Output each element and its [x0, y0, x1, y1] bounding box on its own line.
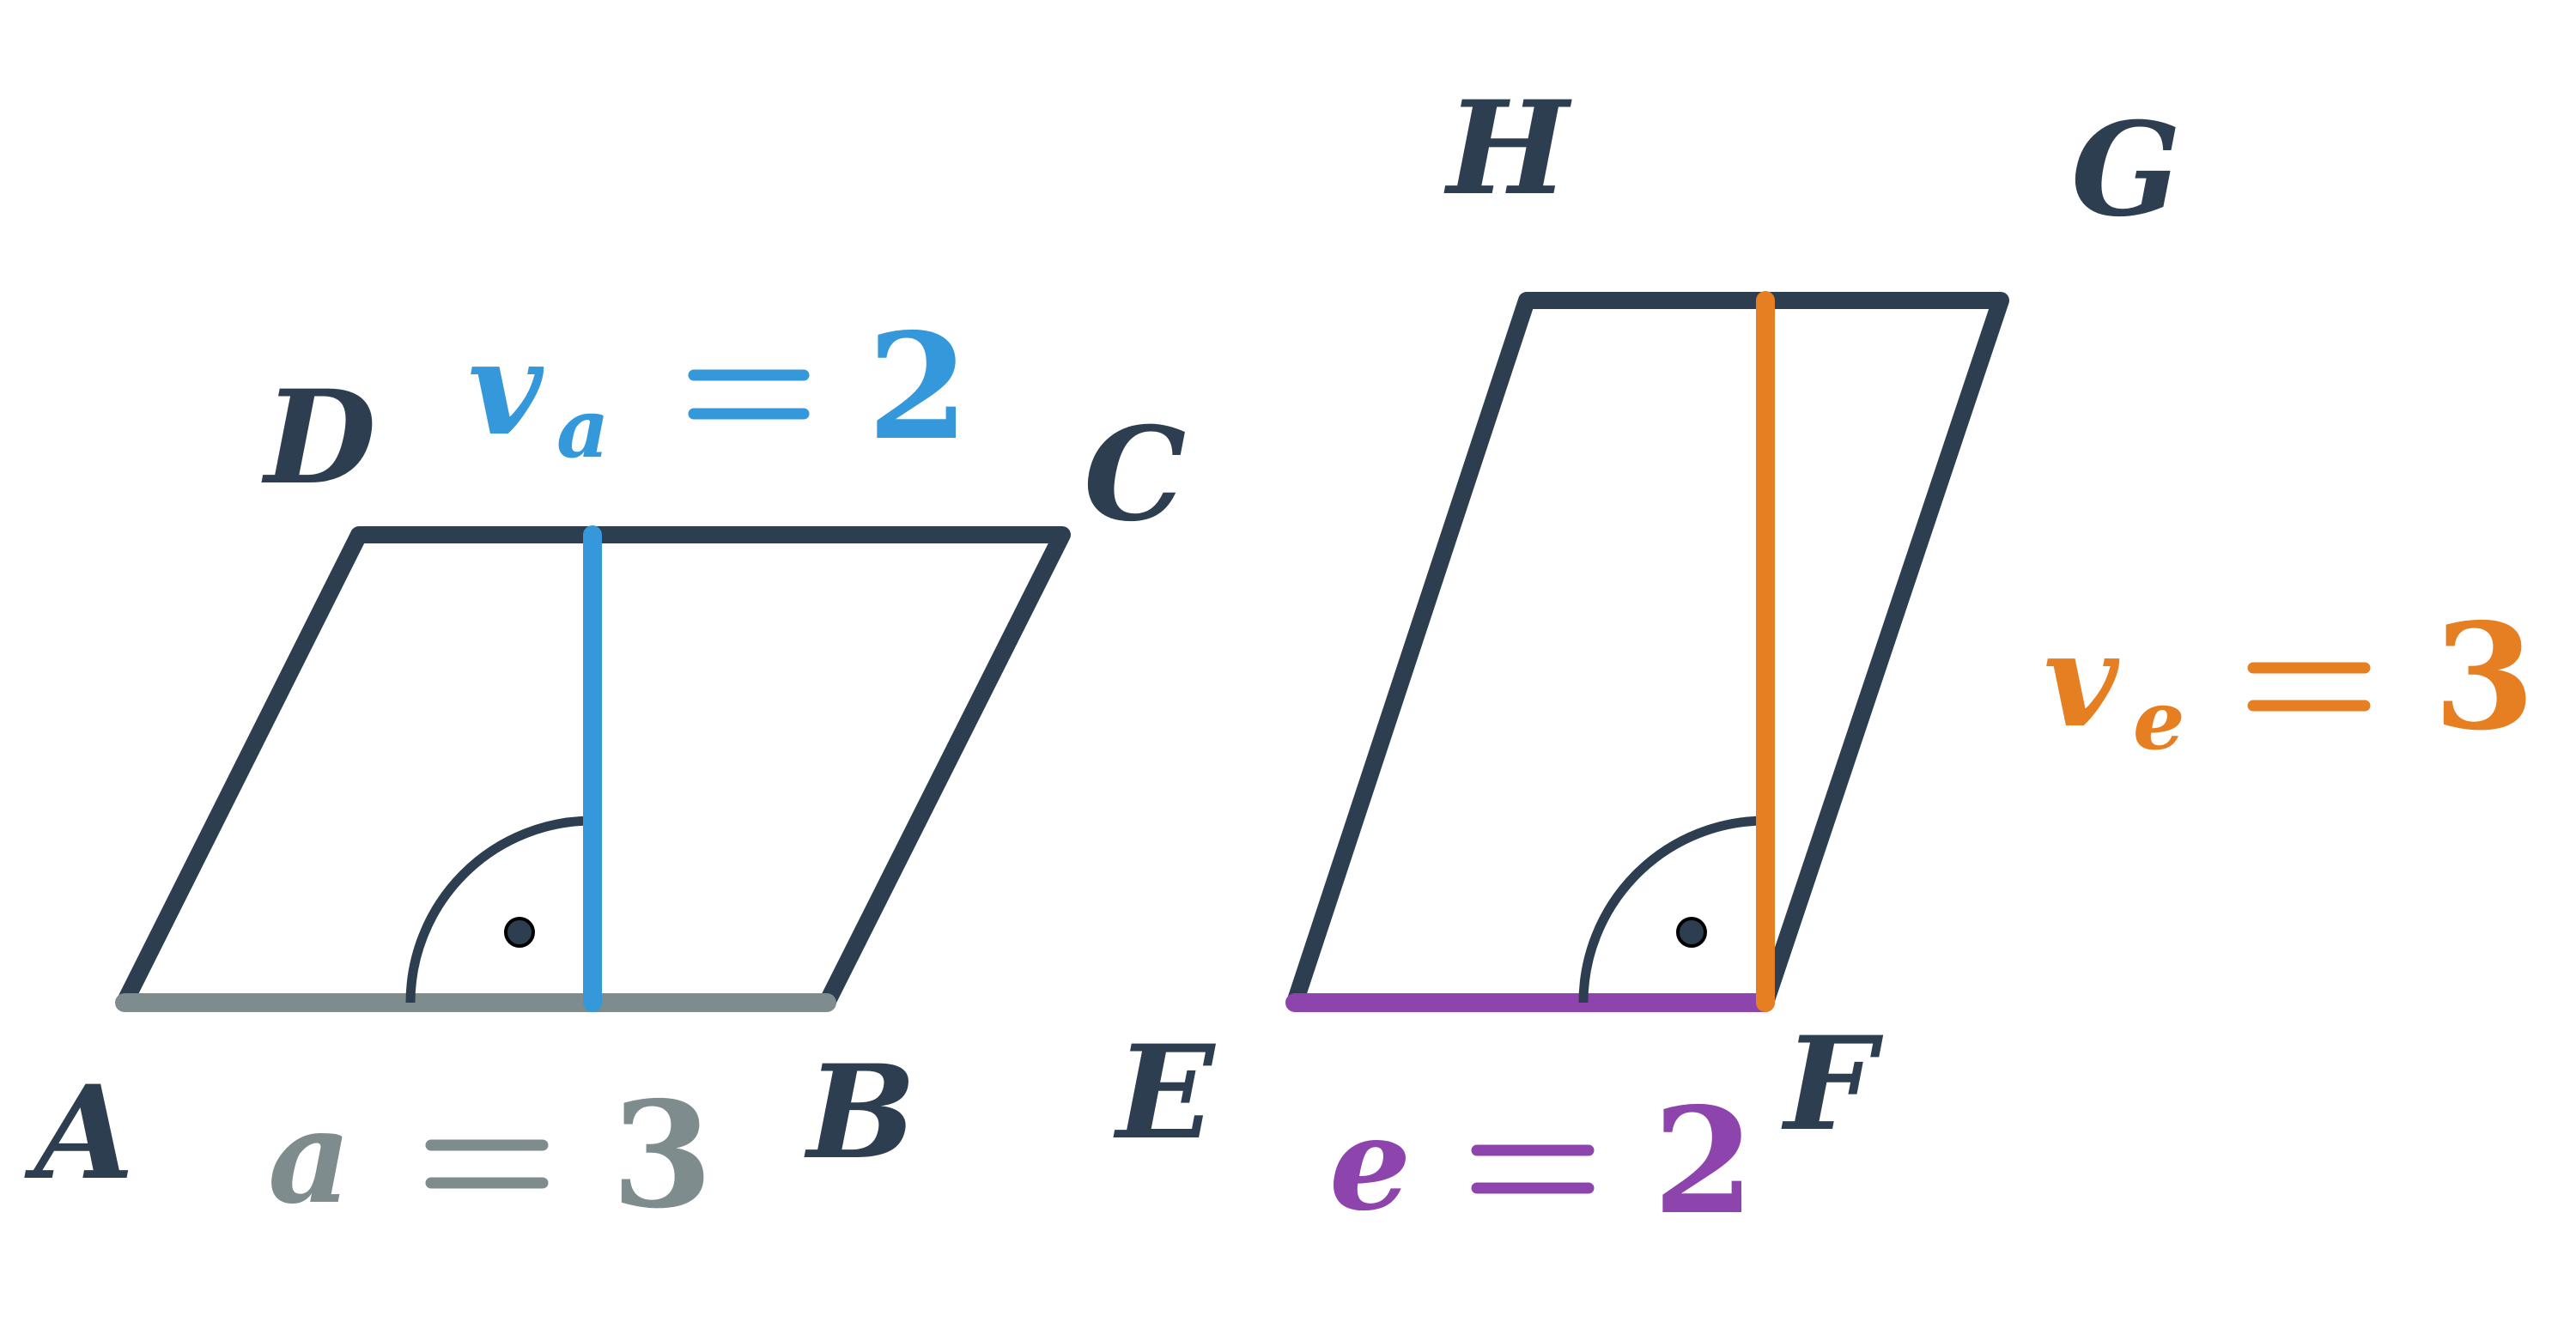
parallelogram-efgh-outline	[1286, 292, 2009, 1011]
equation-va-value: 2	[867, 301, 969, 473]
label-point-d: D	[261, 362, 376, 513]
equation-ve-equals-sign	[2247, 662, 2371, 712]
equation-a-value: 3	[611, 1070, 713, 1241]
equation-a: a 3	[268, 1070, 713, 1241]
label-point-h: H	[1443, 73, 1572, 224]
label-point-g: G	[2071, 94, 2181, 246]
equation-ve: v e 3	[2044, 591, 2535, 768]
right-angle-dot-abcd	[504, 917, 535, 948]
equation-a-variable: a	[268, 1082, 351, 1233]
equation-va-subscript: a	[556, 381, 610, 476]
right-angle-dot-efgh	[1676, 917, 1707, 948]
equation-e-value: 2	[1653, 1076, 1754, 1247]
label-point-f: F	[1781, 1009, 1884, 1160]
right-angle-arc-abcd	[405, 816, 593, 1004]
equation-va-variable: v	[468, 313, 544, 464]
label-point-a: A	[24, 1058, 134, 1209]
label-point-b: B	[804, 1037, 916, 1188]
equation-ve-subscript: e	[2133, 673, 2184, 768]
right-angle-arc-efgh	[1578, 816, 1766, 1004]
equation-e-variable: e	[1329, 1089, 1411, 1240]
equation-e-equals-sign	[1471, 1144, 1595, 1194]
parallelogram-efgh	[1285, 291, 2009, 1012]
label-point-c: C	[1084, 399, 1186, 550]
equation-va-equals-sign	[688, 369, 810, 420]
equation-ve-value: 3	[2433, 591, 2535, 763]
equation-e: e 2	[1329, 1076, 1754, 1247]
equation-a-equals-sign	[425, 1139, 549, 1189]
equation-ve-variable: v	[2044, 605, 2120, 756]
equation-va: v a 2	[468, 301, 969, 476]
label-point-e: E	[1113, 1017, 1217, 1168]
parallelogram-abcd	[115, 525, 1071, 1012]
